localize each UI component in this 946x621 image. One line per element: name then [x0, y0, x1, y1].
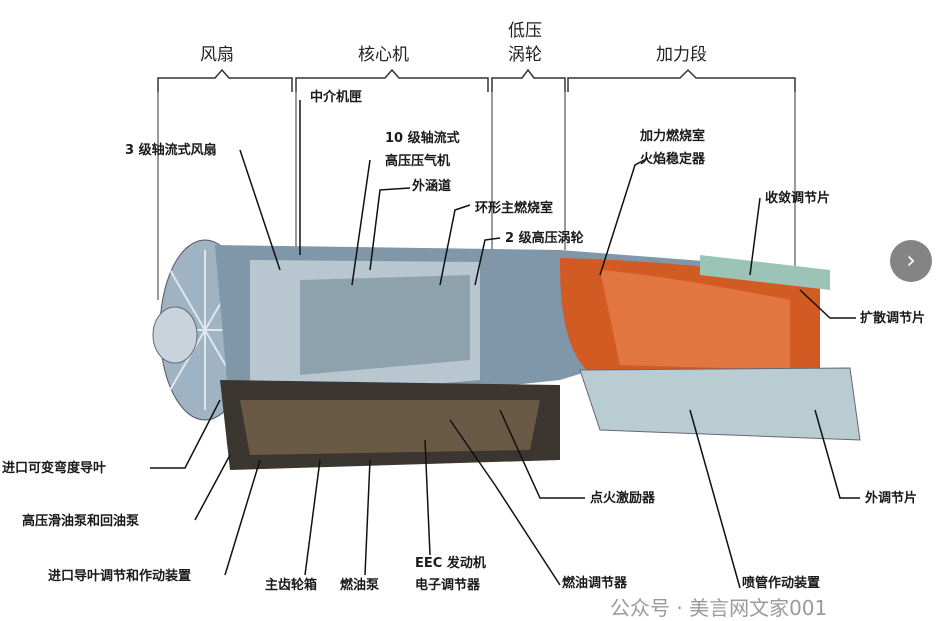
label-ab-line1: 加力燃烧室: [640, 129, 706, 144]
section-braces: [157, 68, 796, 300]
label-igniter: 点火激励器: [590, 491, 656, 506]
label-gearbox: 主齿轮箱: [265, 578, 318, 593]
label-eec-line1: EEC 发动机: [415, 556, 486, 571]
label-hpt-2stage: 2 级高压涡轮: [505, 231, 584, 246]
section-lpt-line1: 低压: [508, 21, 542, 41]
label-nozzle-actuator: 喷管作动装置: [742, 576, 821, 591]
section-afterburner: 加力段: [656, 45, 707, 65]
label-hpc-line2: 高压压气机: [385, 154, 451, 169]
label-annular-combustor: 环形主燃烧室: [475, 201, 554, 216]
section-core: 核心机: [358, 45, 409, 65]
label-outer-flap: 外调节片: [865, 491, 918, 506]
label-hpc-line1: 10 级轴流式: [385, 131, 460, 146]
label-convergent-flap: 收敛调节片: [765, 191, 831, 206]
label-inlet-guide-vane: 进口可变弯度导叶: [2, 461, 107, 476]
label-divergent-flap: 扩散调节片: [860, 311, 926, 326]
label-igv-actuator: 进口导叶调节和作动装置: [48, 569, 192, 584]
label-bypass-duct: 外涵道: [412, 179, 452, 194]
engine-body: [152, 239, 861, 470]
section-fan: 风扇: [200, 45, 234, 65]
section-lpt-line2: 涡轮: [508, 45, 542, 65]
label-intermediate-case: 中介机匣: [310, 90, 363, 105]
label-eec-line2: 电子调节器: [415, 578, 481, 593]
label-ab-line2: 火焰稳定器: [640, 152, 706, 167]
label-oil-pump: 高压滑油泵和回油泵: [22, 514, 140, 529]
label-fan-3stage: 3 级轴流式风扇: [125, 143, 217, 158]
label-fuel-pump: 燃油泵: [340, 578, 380, 593]
leader-lines: [150, 100, 860, 589]
label-fuel-regulator: 燃油调节器: [562, 576, 628, 591]
watermark: 公众号 · 美言网文家001: [610, 596, 828, 620]
next-image-button[interactable]: ›: [890, 240, 932, 282]
